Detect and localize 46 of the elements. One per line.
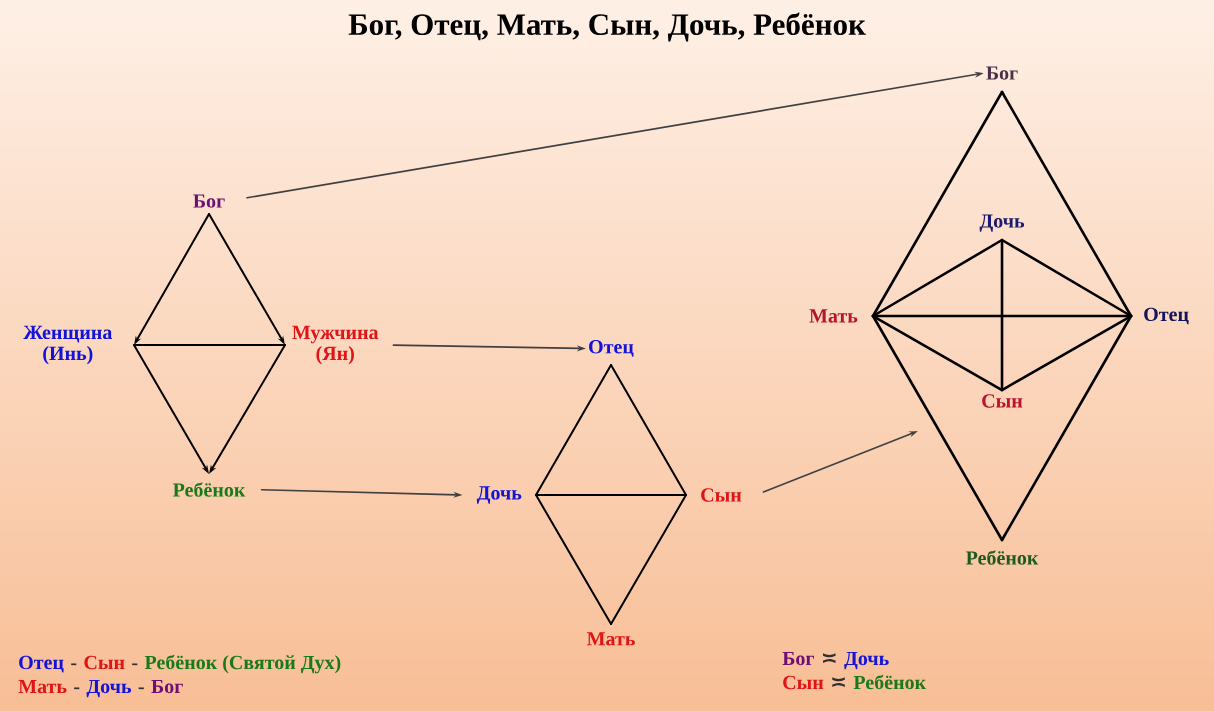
vertex-label: Бог (193, 194, 225, 208)
diamond-edge (610, 494, 687, 625)
note-word: Отец (19, 655, 64, 673)
note-word: Мать (18, 679, 67, 694)
diamond-edge (535, 494, 612, 625)
note-word: Ребёнок (Святой Дух) (144, 654, 341, 674)
vertex-label: Отец (1144, 307, 1189, 325)
vertex-label: Мужчина (Ян) (292, 325, 379, 365)
vertex-label: Сын (701, 488, 742, 502)
diamond-edge (535, 494, 687, 496)
vertex-label: Мать (586, 632, 635, 646)
diamond-edge (133, 344, 286, 346)
title: Бог, Отец, Мать, Сын, Дочь, Ребёнок (348, 12, 866, 42)
diamond-edge (1000, 314, 1133, 392)
diamond-edge (871, 314, 1004, 392)
note-word: Сын (84, 655, 125, 670)
dash-separator: - (132, 663, 138, 666)
note-word: Сын (783, 675, 824, 690)
diamond-edge (1000, 238, 1004, 392)
vertex-label: Дочь (979, 214, 1025, 232)
note-word: Дочь (844, 651, 889, 670)
equivalence-sign: ≍ (823, 653, 836, 663)
dash-separator: - (74, 687, 80, 690)
diamond-edge (871, 238, 1004, 318)
diamond-edge (610, 364, 687, 496)
diamond-edge (1000, 238, 1133, 318)
vertex-label: Мать (809, 309, 858, 323)
note-word: Ребёнок (853, 674, 927, 690)
note-word: Дочь (86, 679, 132, 698)
note-word: Бог (782, 651, 814, 666)
dash-separator: - (71, 663, 77, 666)
vertex-label: Женщина (Инь) (23, 325, 113, 365)
vertex-label: Отец (589, 340, 634, 357)
diamond-edge (1000, 90, 1133, 318)
diamond-edge (1000, 314, 1133, 542)
diamond-edge (535, 364, 612, 496)
diamond-edge (871, 314, 1004, 542)
vertex-label: Ребёнок (966, 550, 1039, 565)
vertex-label: Дочь (476, 486, 522, 504)
dash-separator: - (138, 687, 144, 690)
equivalence-sign: ≍ (832, 677, 845, 687)
vertex-label: Бог (986, 66, 1018, 80)
vertex-label: Сын (982, 394, 1023, 408)
vertex-label: Ребёнок (172, 482, 246, 497)
diamond-edge (871, 90, 1004, 318)
note-word: Бог (151, 679, 183, 694)
